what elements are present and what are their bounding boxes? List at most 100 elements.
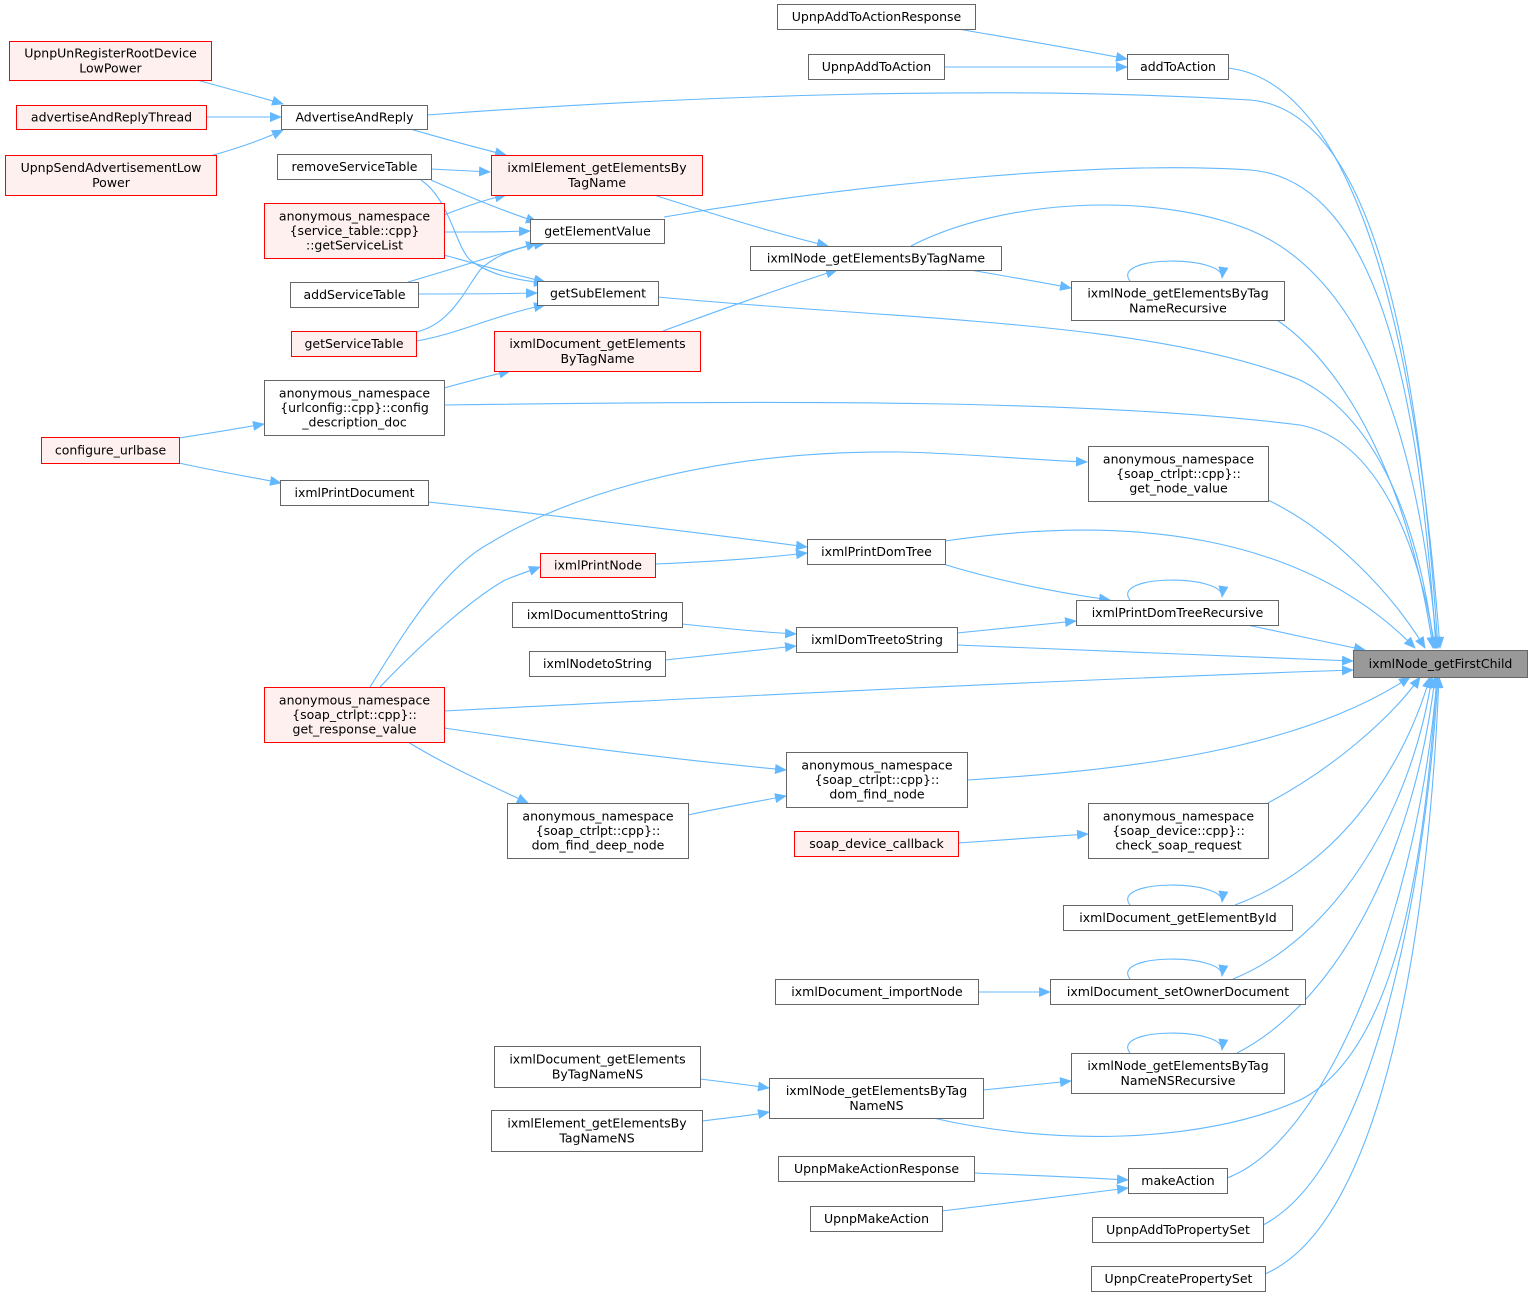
node-label-line: ::getServiceList: [306, 238, 403, 253]
node-printdoc[interactable]: ixmlPrintDocument: [280, 480, 429, 506]
node-advreply[interactable]: AdvertiseAndReply: [281, 105, 428, 130]
node-nodetostr[interactable]: ixmlNodetoString: [529, 651, 666, 677]
node-label-line: UpnpAddToAction: [822, 59, 931, 74]
node-label-line: get_response_value: [293, 722, 417, 737]
edge-getsvclist-to-elgetbytag: [443, 192, 507, 216]
node-setowner[interactable]: ixmlDocument_setOwnerDocument: [1050, 979, 1306, 1005]
edge-elgetbytag-to-nodegetbytag: [653, 194, 829, 249]
node-getsub[interactable]: getSubElement: [537, 281, 659, 306]
edge-getbytagrec-to-getbytagrec: [1127, 260, 1229, 282]
node-label-line: anonymous_namespace: [1103, 808, 1254, 823]
node-label-line: advertiseAndReplyThread: [31, 110, 192, 125]
node-findnode[interactable]: anonymous_namespace{soap_ctrlpt::cpp}::d…: [786, 752, 968, 808]
node-printrec[interactable]: ixmlPrintDomTreeRecursive: [1076, 600, 1279, 626]
node-advthread[interactable]: advertiseAndReplyThread: [16, 105, 207, 130]
node-doctostr[interactable]: ixmlDocumenttoString: [512, 602, 683, 628]
node-label-line: ixmlNodetoString: [543, 656, 652, 671]
node-checksoap[interactable]: anonymous_namespace{soap_device::cpp}::c…: [1088, 803, 1269, 859]
node-label-line: anonymous_namespace: [801, 757, 952, 772]
node-label-line: ixmlPrintDocument: [294, 485, 414, 500]
node-box: [494, 1046, 701, 1088]
node-configdesc[interactable]: anonymous_namespace{urlconfig::cpp}::con…: [264, 380, 445, 436]
edge-layer: [178, 28, 1445, 1275]
node-printdomtree[interactable]: ixmlPrintDomTree: [807, 539, 946, 565]
node-elgetbytag[interactable]: ixmlElement_getElementsByTagName: [491, 155, 703, 196]
edge-addactresp-to-addtoaction: [957, 28, 1128, 62]
node-box: [807, 539, 946, 565]
node-makeaction[interactable]: makeAction: [1128, 1168, 1228, 1194]
node-box: [290, 282, 419, 308]
node-label-line: Power: [92, 175, 131, 190]
node-soapcb[interactable]: soap_device_callback: [794, 831, 959, 857]
node-printnode[interactable]: ixmlPrintNode: [540, 553, 656, 578]
node-label-line: TagName: [567, 175, 626, 190]
node-label-line: ixmlDocument_getElements: [509, 336, 685, 351]
node-box: [1127, 54, 1229, 80]
node-addtoaction[interactable]: addToAction: [1127, 54, 1229, 80]
node-getst[interactable]: getServiceTable: [291, 331, 417, 357]
node-box: [291, 331, 417, 357]
node-box: [529, 651, 666, 677]
node-getsvclist[interactable]: anonymous_namespace{service_table::cpp}:…: [264, 203, 445, 259]
node-label-line: UpnpSendAdvertisementLow: [21, 160, 202, 175]
node-label-line: ixmlNode_getElementsByTag: [786, 1083, 967, 1098]
node-box: [507, 803, 689, 859]
node-label-line: {service_table::cpp}: [290, 223, 420, 238]
node-label-line: anonymous_namespace: [279, 692, 430, 707]
node-label-line: ixmlNode_getFirstChild: [1369, 656, 1513, 671]
node-addst[interactable]: addServiceTable: [290, 282, 419, 308]
edge-getst-to-getelval: [415, 239, 546, 333]
node-addpropset[interactable]: UpnpAddToPropertySet: [1092, 1217, 1264, 1243]
node-getnodeval[interactable]: anonymous_namespace{soap_ctrlpt::cpp}::g…: [1088, 446, 1269, 502]
node-box: [277, 154, 432, 180]
edge-nodegetbytagns-to-getbytagnsrec: [982, 1077, 1072, 1091]
node-box: [1088, 446, 1269, 502]
node-label-line: NameNS: [849, 1098, 903, 1113]
node-box: [1128, 1168, 1228, 1194]
edge-removest-to-getsub: [420, 179, 546, 287]
node-label-line: ixmlPrintDomTreeRecursive: [1092, 605, 1264, 620]
edge-getnodeval-to-getfirstchild: [1267, 499, 1426, 649]
node-label-line: ixmlPrintDomTree: [821, 544, 932, 559]
node-label-line: ixmlNode_getElementsByTagName: [767, 251, 986, 266]
node-makeact[interactable]: UpnpMakeAction: [810, 1206, 943, 1232]
node-getelval[interactable]: getElementValue: [530, 219, 665, 244]
node-addactresp[interactable]: UpnpAddToActionResponse: [777, 4, 976, 30]
node-removest[interactable]: removeServiceTable: [277, 154, 432, 180]
edge-findnode-to-getfirstchild: [966, 676, 1411, 781]
node-label-line: addServiceTable: [303, 287, 405, 302]
node-domtreetostr[interactable]: ixmlDomTreetoString: [796, 627, 958, 653]
node-label-line: AdvertiseAndReply: [295, 110, 414, 125]
node-addact[interactable]: UpnpAddToAction: [808, 54, 945, 80]
node-label-line: check_soap_request: [1115, 838, 1241, 853]
node-label-line: {soap_ctrlpt::cpp}::: [1116, 466, 1241, 481]
node-label-line: removeServiceTable: [292, 159, 418, 174]
node-box: [777, 4, 976, 30]
node-docgetbytag[interactable]: ixmlDocument_getElementsByTagName: [494, 331, 701, 372]
node-box: [264, 380, 445, 436]
node-getfirstchild[interactable]: ixmlNode_getFirstChild: [1353, 650, 1528, 678]
node-getresp[interactable]: anonymous_namespace{soap_ctrlpt::cpp}::g…: [264, 687, 445, 743]
node-label-line: UpnpUnRegisterRootDevice: [24, 46, 197, 61]
node-getelbyid[interactable]: ixmlDocument_getElementById: [1063, 905, 1293, 931]
node-label-line: anonymous_namespace: [522, 808, 673, 823]
edge-removest-to-getelval: [430, 179, 538, 224]
node-confurl[interactable]: configure_urlbase: [41, 437, 180, 464]
node-box: [794, 831, 959, 857]
edge-getelbyid-to-getfirstchild: [1234, 676, 1432, 906]
node-makeactresp[interactable]: UpnpMakeActionResponse: [778, 1156, 975, 1182]
node-importnode[interactable]: ixmlDocument_importNode: [775, 979, 979, 1005]
node-deepnode[interactable]: anonymous_namespace{soap_ctrlpt::cpp}::d…: [507, 803, 689, 859]
edge-deepnode-to-findnode: [687, 793, 787, 816]
node-box: [41, 437, 180, 464]
node-createpropset[interactable]: UpnpCreatePropertySet: [1091, 1266, 1266, 1292]
node-label-line: {urlconfig::cpp}::config: [280, 400, 429, 415]
node-nodegetbytag[interactable]: ixmlNode_getElementsByTagName: [750, 246, 1002, 271]
